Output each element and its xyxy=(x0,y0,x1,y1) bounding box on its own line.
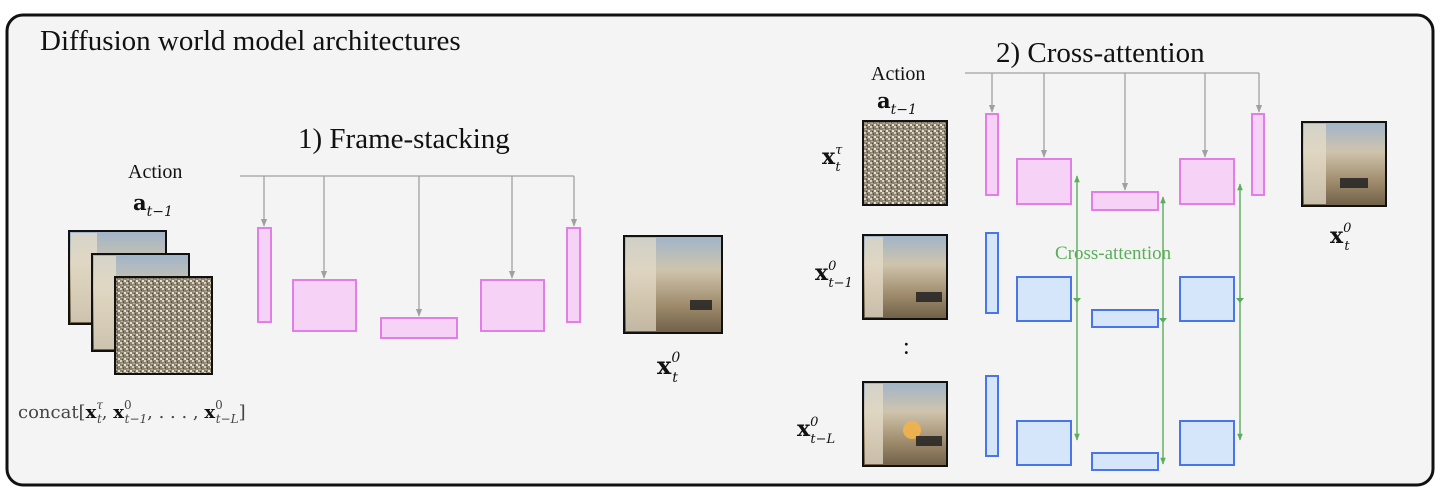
ca-noisy-frame xyxy=(862,120,948,206)
ca-contextL-frame xyxy=(862,381,948,467)
ca-action-arrows xyxy=(965,72,1263,191)
fs-frame-noisy xyxy=(114,276,213,375)
fs-unet xyxy=(257,227,581,339)
ca-main-dec1 xyxy=(1251,113,1265,196)
ca-unet-contextL xyxy=(985,375,1235,471)
ca-main-enc1 xyxy=(985,113,999,196)
ca-ellipsis: : xyxy=(903,334,910,360)
cross-attention-heading: 2) Cross-attention xyxy=(996,37,1205,69)
ca-unet-context1 xyxy=(985,232,1235,328)
fs-block-dec1 xyxy=(566,227,581,323)
fs-block-dec2 xyxy=(480,279,545,332)
fs-block-enc2 xyxy=(292,279,357,332)
ca-main-enc2 xyxy=(1016,158,1072,205)
fs-block-enc1 xyxy=(257,227,272,323)
ca-cross-attention-links xyxy=(1074,175,1243,465)
fs-block-bottleneck xyxy=(380,317,458,339)
fs-action-arrows xyxy=(240,175,578,317)
fs-stacked-frames xyxy=(68,230,213,375)
ca-main-bottleneck xyxy=(1091,191,1159,211)
ca-link-ticks xyxy=(1073,298,1244,323)
fs-action-label: Action xyxy=(128,161,182,183)
ca-action-symbol: at−1 xyxy=(877,88,917,118)
ca-output-frame xyxy=(1301,121,1387,207)
fs-action-symbol: at−1 xyxy=(133,190,173,220)
ca-context1-frame xyxy=(862,234,948,320)
ca-cross-attention-annotation: Cross-attention xyxy=(1055,243,1172,264)
ca-main-dec2 xyxy=(1179,158,1235,205)
ca-action-label: Action xyxy=(871,63,925,85)
diagram-title: Diffusion world model architectures xyxy=(40,25,461,57)
frame-stacking-heading: 1) Frame-stacking xyxy=(298,123,510,155)
ca-unet-main xyxy=(985,113,1265,211)
